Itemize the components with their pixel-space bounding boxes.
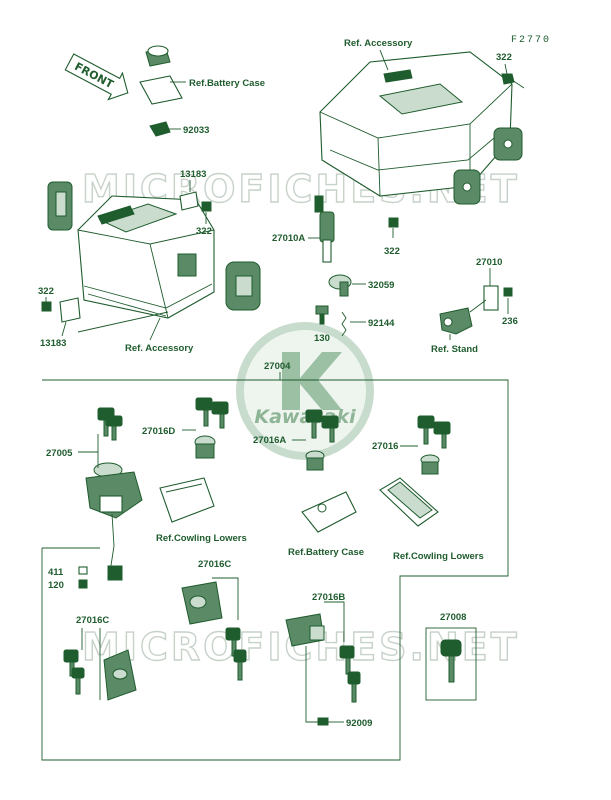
label-120: 120	[48, 580, 64, 591]
label-27016D: 27016D	[142, 426, 175, 437]
label-ref-cowling-lowers-1: Ref.Cowling Lowers	[156, 533, 247, 544]
plate-13183-bottom-part	[59, 297, 81, 323]
screw-130-part	[315, 305, 329, 325]
label-ref-accessory-right: Ref. Accessory	[344, 38, 413, 49]
screw-120-part	[78, 579, 88, 589]
nut-322-left-part	[41, 301, 52, 312]
keys-27016D-part	[195, 397, 229, 429]
keys-27016B-part	[339, 645, 361, 703]
screw-236-part	[503, 287, 513, 297]
cowling-lower-cover-2-part	[379, 477, 439, 527]
label-ref-battery-case-top: Ref.Battery Case	[189, 78, 265, 89]
keys-27016C-mid-part	[225, 627, 247, 681]
label-ref-stand: Ref. Stand	[431, 344, 478, 355]
latch-left-upper-part	[47, 181, 73, 231]
label-32059: 32059	[368, 280, 394, 291]
key-blank-27008-part	[425, 627, 477, 701]
lock-27016B-part	[285, 601, 345, 647]
ignition-switch-27005-part	[85, 462, 143, 581]
label-13183-bottom: 13183	[40, 338, 66, 349]
label-27010A: 27010A	[272, 233, 305, 244]
label-322-mid: 322	[196, 226, 212, 237]
label-92009: 92009	[346, 718, 372, 729]
battery-case-cover-part	[301, 491, 357, 533]
nut-322-top-right-part	[501, 73, 515, 85]
label-322-top-right: 322	[496, 52, 512, 63]
label-ref-battery-case-bottom: Ref.Battery Case	[288, 547, 364, 558]
label-27016B: 27016B	[312, 592, 345, 603]
ignition-keys-27005-part	[97, 407, 123, 441]
latch-left-right-part	[225, 261, 261, 311]
label-27005: 27005	[46, 448, 73, 459]
label-27016A: 27016A	[253, 435, 286, 446]
keys-27016A-part	[305, 409, 339, 443]
cam-32059-part	[328, 274, 352, 297]
label-13183-top: 13183	[180, 169, 206, 180]
kawasaki-brand-text: Kawasaki	[254, 406, 356, 428]
clip-92033-part	[149, 121, 171, 137]
front-arrow-icon: FRONT	[64, 53, 129, 101]
label-322-left: 322	[38, 286, 54, 297]
key-set-boundary	[41, 372, 509, 761]
nut-322-center-part	[388, 217, 399, 228]
label-27010: 27010	[476, 257, 502, 268]
label-322-center: 322	[384, 246, 400, 257]
cowling-lower-cover-1-part	[159, 477, 215, 523]
label-27016C-left: 27016C	[76, 615, 109, 626]
label-27004: 27004	[264, 361, 291, 372]
spring-92144-part	[341, 311, 347, 337]
label-27008: 27008	[440, 612, 466, 623]
label-27016C-mid: 27016C	[198, 559, 231, 570]
screw-92009-part	[317, 717, 329, 726]
lock-27016D-part	[194, 435, 216, 459]
figure-code: F2770	[511, 35, 551, 46]
nut-411-part	[78, 566, 88, 575]
label-27016: 27016	[372, 441, 398, 452]
accessory-case-right-part	[319, 51, 523, 205]
label-236: 236	[502, 316, 518, 327]
label-ref-cowling-lowers-2: Ref.Cowling Lowers	[393, 551, 484, 562]
plate-13183-top-part	[179, 191, 199, 211]
lock-27016C-mid-part	[181, 577, 239, 625]
label-ref-accessory-left: Ref. Accessory	[125, 343, 194, 354]
label-130: 130	[314, 333, 330, 344]
label-411: 411	[48, 567, 64, 578]
nut-322-mid-part	[201, 201, 212, 212]
lock-27016C-left-part	[103, 649, 137, 701]
label-92033: 92033	[183, 125, 209, 136]
keys-27016-part	[417, 415, 451, 449]
lock-27016A-part	[305, 450, 325, 471]
label-92144: 92144	[368, 318, 395, 329]
stand-lock-27010-part	[439, 285, 499, 335]
battery-case-cap-part	[139, 45, 183, 105]
keys-27016C-left-part	[63, 649, 85, 695]
lock-27016-part	[420, 454, 440, 475]
accessory-case-left-part	[77, 195, 215, 319]
lock-27010A-part	[314, 195, 335, 263]
